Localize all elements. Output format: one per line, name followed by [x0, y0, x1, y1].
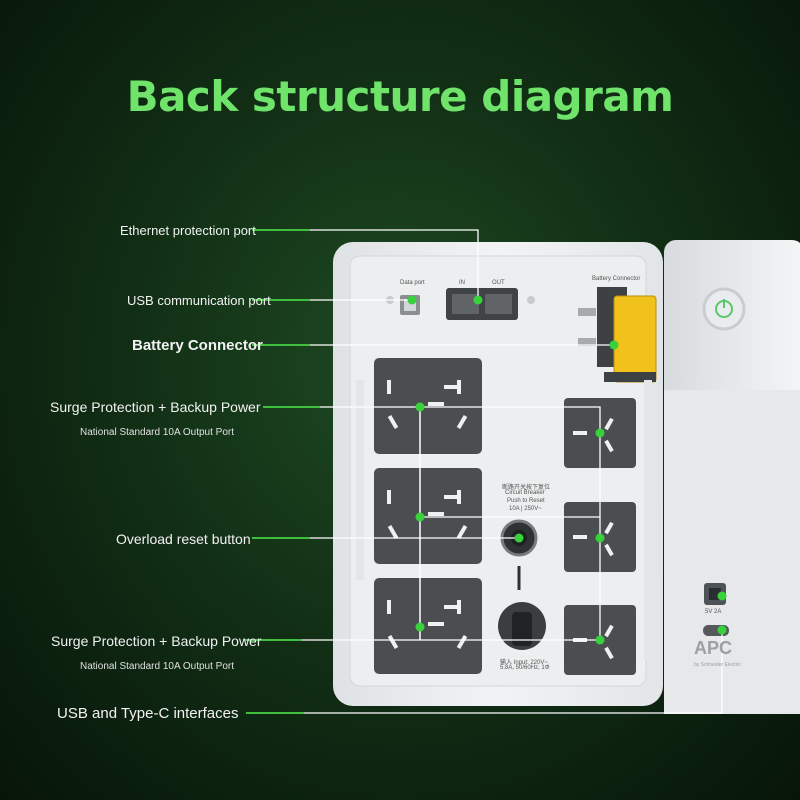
input-label-1: 输入 Input: 220V~ — [500, 660, 548, 666]
battery-connector-label: Battery Connector — [592, 276, 641, 282]
overload-callout: Overload reset button — [116, 531, 251, 547]
page-title: Back structure diagram — [126, 72, 674, 121]
breaker-label-1: Circuit Breaker — [505, 490, 545, 496]
usb-typec-callout: USB and Type-C interfaces — [57, 705, 239, 722]
breaker-label-2: Push to Reset — [507, 498, 545, 504]
brand-logo: APC — [694, 638, 733, 658]
input-label-2: 5.8A, 50/60Hz, 1Φ — [500, 665, 550, 671]
marker-dots — [407, 295, 727, 645]
surge-top-callout: Surge Protection + Backup Power — [50, 399, 261, 415]
surge-bottom-subcallout: National Standard 10A Output Port — [80, 661, 234, 672]
usb-rating-label: 5V 2A — [705, 609, 722, 615]
breaker-label-3: 10A | 250V~ — [509, 506, 542, 512]
data-port-label: Data port — [400, 280, 425, 286]
breaker-cn-label: 断路开关按下复位 — [502, 485, 551, 491]
out-label: OUT — [492, 280, 505, 286]
ethernet-callout: Ethernet protection port — [120, 223, 256, 238]
power-button[interactable] — [702, 287, 746, 331]
usb-comm-callout: USB communication port — [127, 293, 271, 308]
surge-bottom-callout: Surge Protection + Backup Power — [51, 633, 262, 649]
brand-sub: by Schneider Electric — [694, 662, 741, 668]
surge-top-subcallout: National Standard 10A Output Port — [80, 427, 234, 438]
in-label: IN — [459, 280, 465, 286]
battery-callout: Battery Connector — [132, 337, 263, 354]
